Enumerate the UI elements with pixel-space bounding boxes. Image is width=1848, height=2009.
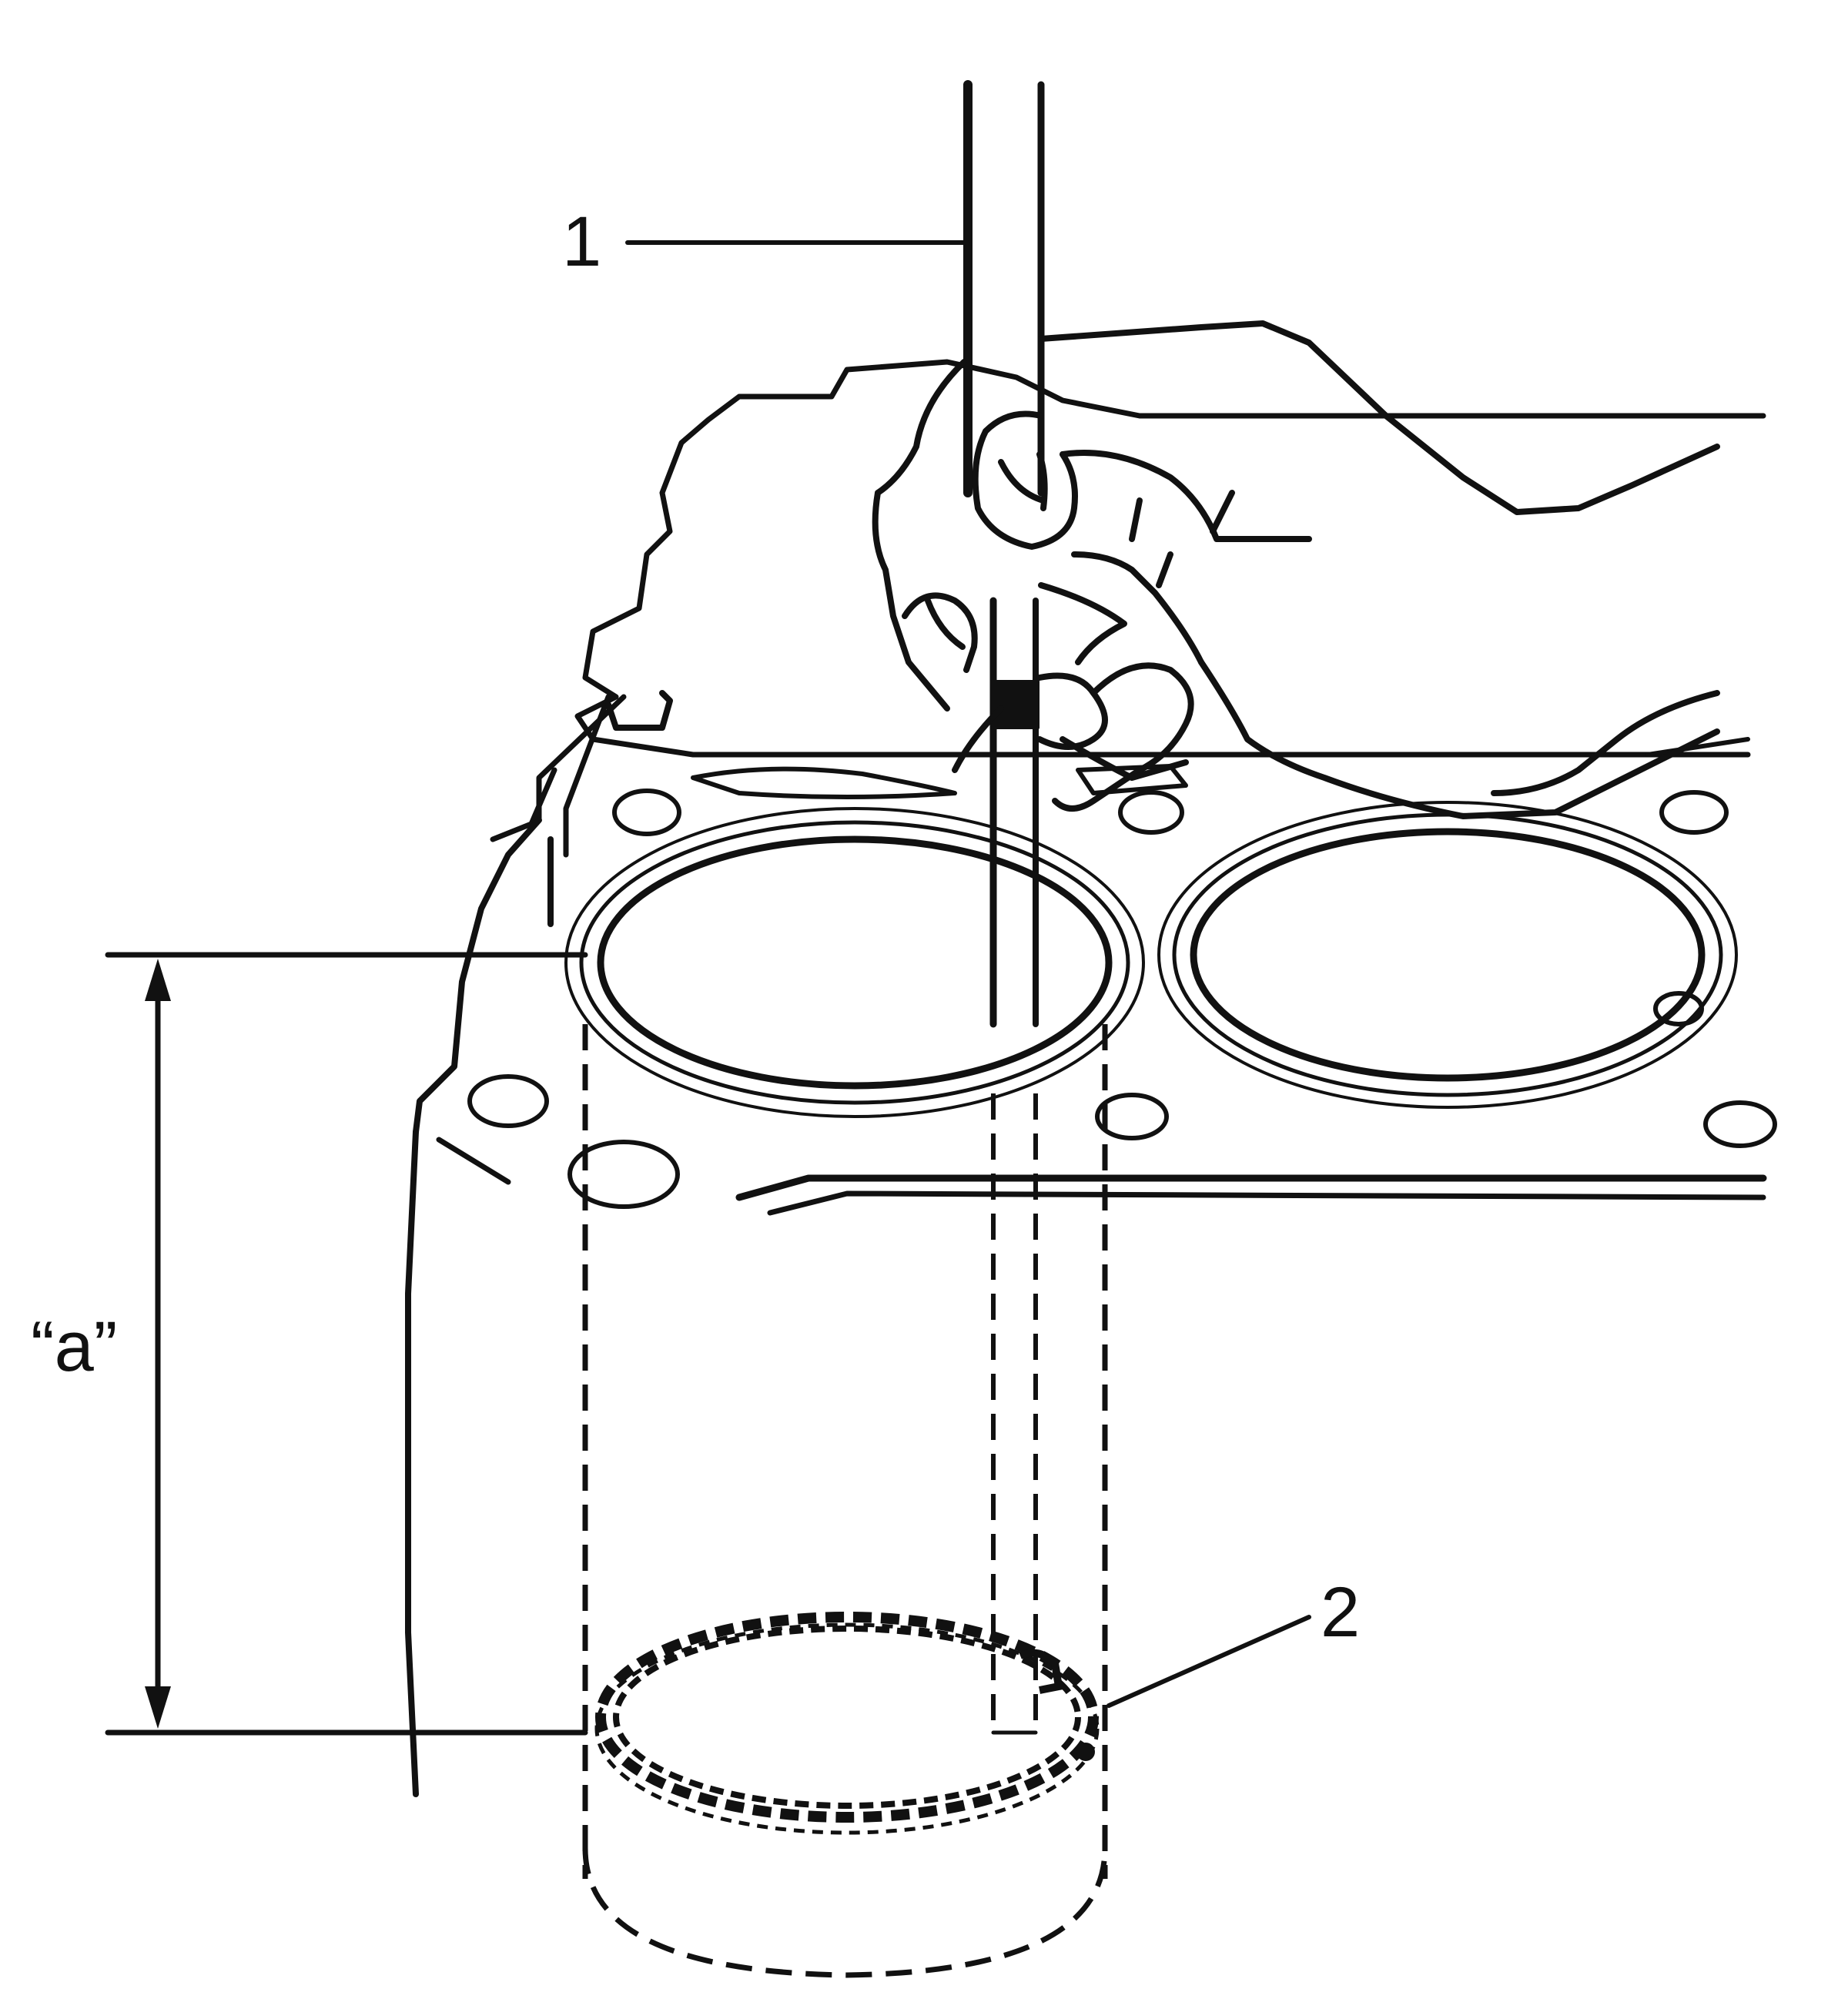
dimension-label-a: “a”: [31, 1308, 117, 1386]
hand-holding-tool: [872, 320, 1720, 819]
bolt-holes: [467, 789, 1777, 1209]
callout-1: 1: [562, 203, 601, 281]
dimension-a: [105, 952, 588, 1736]
block-left-outline: [405, 690, 673, 1797]
cylinder-block-deck: [436, 359, 1767, 1216]
feeler-tool: [963, 80, 1045, 1735]
piston-ring: [594, 1612, 1100, 1835]
cylinder-bore-left: [564, 807, 1145, 1118]
cylinder-wall-hidden: [582, 1024, 1108, 1978]
cylinder-bore-right: [1157, 801, 1738, 1109]
callout-2: 2: [1321, 1573, 1360, 1652]
deck-slots: [691, 737, 1750, 799]
leader-lines: [625, 240, 1311, 1708]
leader-line-2: [1106, 1615, 1311, 1708]
